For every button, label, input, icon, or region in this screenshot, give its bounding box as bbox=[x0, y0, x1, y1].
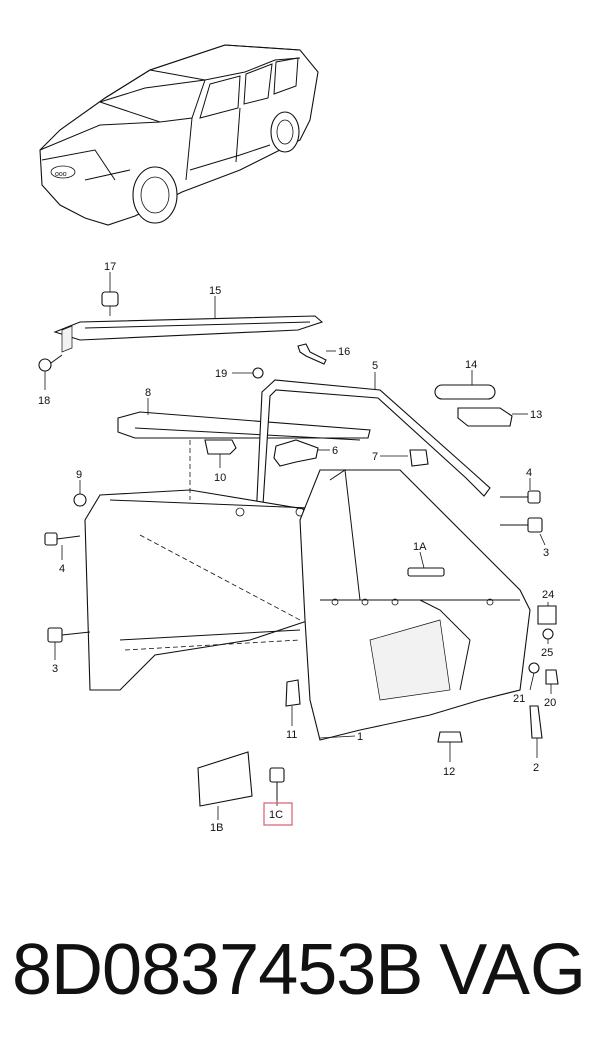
footer: 8D0837453B VAG bbox=[0, 925, 600, 1035]
callout-3-left: 3 bbox=[52, 663, 58, 675]
callout-13: 13 bbox=[530, 409, 542, 421]
svg-text:ooo: ooo bbox=[55, 171, 67, 178]
callout-11: 11 bbox=[286, 729, 297, 741]
parts-diagram: ooo bbox=[38, 44, 559, 834]
callout-1: 1 bbox=[357, 731, 363, 743]
part-19-bolt bbox=[252, 367, 264, 379]
part-16-screw bbox=[297, 343, 327, 365]
part-1-door-shell bbox=[299, 469, 531, 741]
callout-4-right: 4 bbox=[526, 467, 532, 479]
part-8-rail bbox=[117, 411, 371, 441]
part-1A-label bbox=[407, 567, 445, 577]
part-18-bolt bbox=[38, 354, 63, 372]
part-25-nut bbox=[542, 628, 554, 640]
callout-4-left: 4 bbox=[59, 563, 65, 575]
car-overview-illustration: ooo bbox=[39, 44, 319, 226]
callout-21: 21 bbox=[513, 693, 525, 705]
callout-15: 15 bbox=[209, 285, 221, 297]
part-15-rail bbox=[53, 315, 324, 353]
callout-17: 17 bbox=[104, 261, 116, 273]
callout-3-right: 3 bbox=[543, 547, 549, 559]
part-3-bolt-right bbox=[500, 517, 543, 533]
part-2-strip bbox=[529, 705, 543, 739]
callout-labels: 17 15 16 18 19 5 14 13 8 6 7 4 9 10 3 1A… bbox=[38, 261, 556, 834]
part-1B-plate bbox=[197, 751, 253, 807]
callout-8: 8 bbox=[145, 387, 151, 399]
part-11-bracket bbox=[285, 679, 301, 707]
part-9-nut bbox=[73, 493, 87, 507]
part-12-clip bbox=[437, 731, 463, 743]
callout-18: 18 bbox=[38, 395, 50, 407]
callout-6: 6 bbox=[332, 445, 338, 457]
part-21-bolt bbox=[528, 662, 540, 674]
part-10-clip bbox=[204, 439, 237, 455]
part-1C-bolt bbox=[269, 767, 285, 800]
part-3-bolt-left bbox=[47, 627, 91, 643]
callout-25: 25 bbox=[541, 647, 553, 659]
highlight-box-1c bbox=[263, 802, 293, 826]
callout-12: 12 bbox=[443, 766, 455, 778]
leader-lines bbox=[44, 272, 552, 820]
callout-24: 24 bbox=[542, 589, 554, 601]
callout-1B: 1B bbox=[210, 822, 223, 834]
callout-9: 9 bbox=[76, 469, 82, 481]
callout-7: 7 bbox=[372, 451, 378, 463]
callout-16: 16 bbox=[338, 346, 350, 358]
part-4-bolt-right bbox=[500, 490, 541, 504]
callout-14: 14 bbox=[465, 359, 477, 371]
callout-2: 2 bbox=[533, 762, 539, 774]
part-14-strip bbox=[434, 384, 496, 400]
part-13-latch bbox=[457, 407, 513, 427]
part-number: 8D0837453B bbox=[12, 930, 423, 1010]
part-7-seal bbox=[409, 449, 429, 467]
callout-10: 10 bbox=[214, 472, 226, 484]
brand-name: VAG bbox=[439, 930, 586, 1010]
part-4-bolt-left bbox=[44, 532, 81, 546]
part-17-clip bbox=[101, 291, 119, 316]
part-6-bracket bbox=[273, 439, 319, 467]
callout-1A: 1A bbox=[413, 541, 427, 553]
callout-1C: 1C bbox=[269, 809, 283, 821]
part-20-clip bbox=[545, 669, 559, 685]
callout-5: 5 bbox=[372, 360, 378, 372]
callout-20: 20 bbox=[544, 697, 556, 709]
callout-19: 19 bbox=[215, 368, 227, 380]
part-24-hinge bbox=[537, 605, 557, 625]
